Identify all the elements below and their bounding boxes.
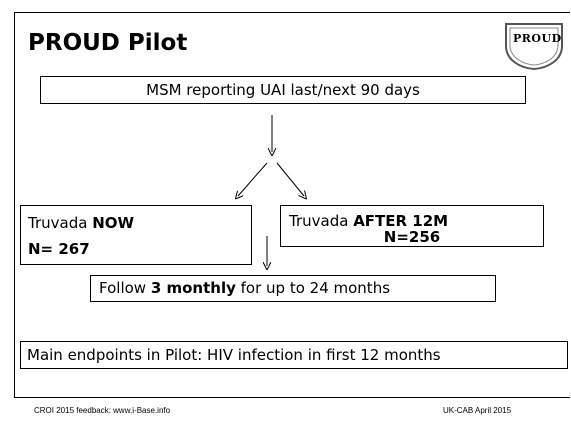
arm-after-n: N=256	[383, 228, 441, 246]
arm-after-box: Truvada AFTER 12M N=256	[280, 205, 544, 247]
arm-after-label: Truvada AFTER 12M	[289, 212, 448, 230]
logo-text: PROUD	[513, 32, 562, 45]
arm-now-label: Truvada NOW	[28, 214, 134, 232]
endpoints-box: Main endpoints in Pilot: HIV infection i…	[20, 341, 568, 369]
arm-now-label-text: Truvada	[28, 214, 93, 232]
follow-up-suffix: for up to 24 months	[235, 279, 391, 297]
endpoints-text: Main endpoints in Pilot: HIV infection i…	[27, 346, 441, 364]
footer-right: UK-CAB April 2015	[443, 406, 512, 415]
arm-now-n: N= 267	[28, 240, 90, 258]
arm-after-label-bold: AFTER 12M	[353, 212, 449, 230]
proud-logo-shield	[505, 23, 563, 70]
slide-title: PROUD Pilot	[28, 30, 188, 56]
footer-left: CROI 2015 feedback: www.i-Base.info	[34, 406, 171, 415]
arrow-split-left	[238, 162, 268, 196]
follow-up-prefix: Follow	[99, 279, 151, 297]
arm-after-label-text: Truvada	[289, 212, 354, 230]
slide-frame	[14, 12, 570, 398]
follow-up-box: Follow 3 monthly for up to 24 months	[90, 275, 496, 302]
follow-up-bold: 3 monthly	[150, 279, 236, 297]
population-box: MSM reporting UAI last/next 90 days	[40, 76, 526, 104]
arm-now-box: Truvada NOW N= 267	[20, 205, 252, 265]
arrow-split-right	[276, 162, 304, 196]
population-text: MSM reporting UAI last/next 90 days	[146, 81, 420, 99]
arm-now-label-bold: NOW	[92, 214, 135, 232]
